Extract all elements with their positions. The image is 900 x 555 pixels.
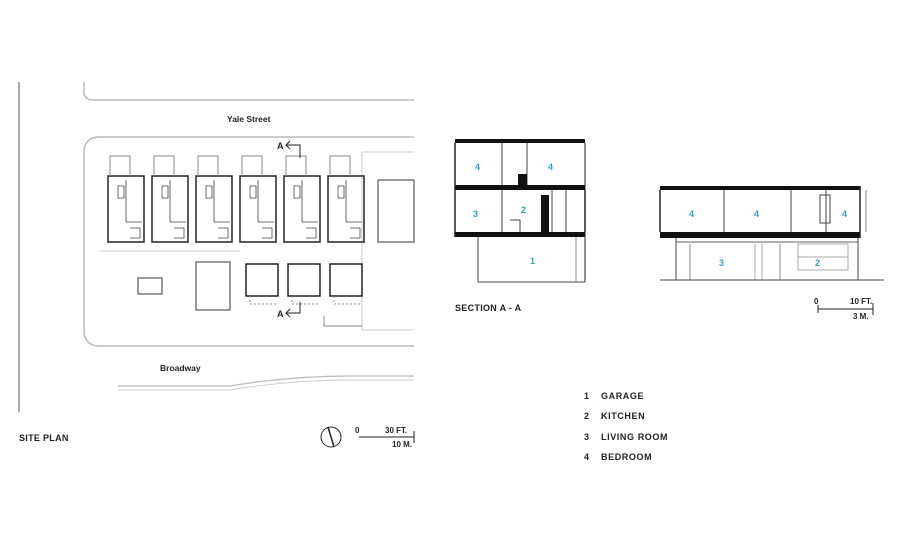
site-plan-title: SITE PLAN [19, 433, 69, 443]
legend-number: 1 [584, 391, 589, 401]
site-scale-zero: 0 [355, 426, 360, 435]
unit-entry [153, 155, 175, 176]
townhouse-unit [329, 263, 363, 297]
townhouse-unit [151, 175, 189, 243]
townhouse-unit [107, 175, 145, 243]
section-marker-top [285, 140, 301, 158]
legend-number: 3 [584, 432, 589, 442]
site-block-outline [83, 136, 414, 347]
legend-label: LIVING ROOM [601, 432, 668, 442]
site-building [377, 179, 415, 243]
unit-entry [285, 155, 307, 176]
north-arrow-icon [320, 426, 342, 448]
section-scale-m: 3 M. [853, 312, 869, 321]
site-scale-bar [359, 431, 415, 443]
section-room-right-living: 3 [719, 258, 725, 268]
site-structure [137, 277, 163, 295]
townhouse-unit [239, 175, 277, 243]
broadway-curb [118, 375, 414, 387]
section-marker-bottom [285, 302, 301, 318]
unit-entry [329, 155, 351, 176]
section-room-right-kitchen: 2 [815, 258, 821, 268]
site-structure [195, 261, 231, 311]
section-title: SECTION A - A [455, 303, 522, 313]
site-scale-ft: 30 FT. [385, 426, 407, 435]
room-legend: 1 GARAGE 2 KITCHEN 3 LIVING ROOM 4 BEDRO… [584, 391, 668, 462]
legend-number: 4 [584, 452, 589, 462]
legend-label: GARAGE [601, 391, 644, 401]
legend-label: BEDROOM [601, 452, 652, 462]
section-room-left-kitchen: 2 [521, 205, 527, 215]
section-scale-ft: 10 FT. [850, 297, 872, 306]
legend-number: 2 [584, 411, 589, 421]
section-room-left-living: 3 [473, 209, 479, 219]
section-marker-label-top: A [277, 141, 284, 151]
townhouse-row-bottom [245, 263, 363, 327]
section-scale-bar [817, 303, 874, 315]
section-scale-zero: 0 [814, 297, 819, 306]
legend-label: KITCHEN [601, 411, 645, 421]
site-scale-m: 10 M. [392, 440, 412, 449]
broadway-curb-inner [118, 379, 414, 391]
section-room-right-bedroom-1: 4 [689, 209, 695, 219]
section-room-left-garage: 1 [530, 256, 536, 266]
unit-entry [109, 155, 131, 176]
section-room-left-bedroom-2: 4 [548, 162, 554, 172]
section-left-building [454, 139, 586, 283]
street-label-broadway: Broadway [160, 363, 201, 373]
townhouse-unit [195, 175, 233, 243]
townhouse-unit [245, 263, 279, 297]
townhouse-unit [283, 175, 321, 243]
section-room-right-bedroom-2: 4 [754, 209, 760, 219]
section-room-right-bedroom-3: 4 [842, 209, 848, 219]
yale-street-curb [83, 82, 414, 101]
section-marker-label-bottom: A [277, 309, 284, 319]
unit-entry [241, 155, 263, 176]
section-room-left-bedroom-1: 4 [475, 162, 481, 172]
unit-entry [197, 155, 219, 176]
section-right-building [659, 186, 884, 281]
townhouse-row-top [107, 155, 365, 243]
townhouse-unit [287, 263, 321, 297]
site-plan [18, 82, 415, 412]
street-label-yale: Yale Street [227, 114, 271, 124]
townhouse-unit [327, 175, 365, 243]
